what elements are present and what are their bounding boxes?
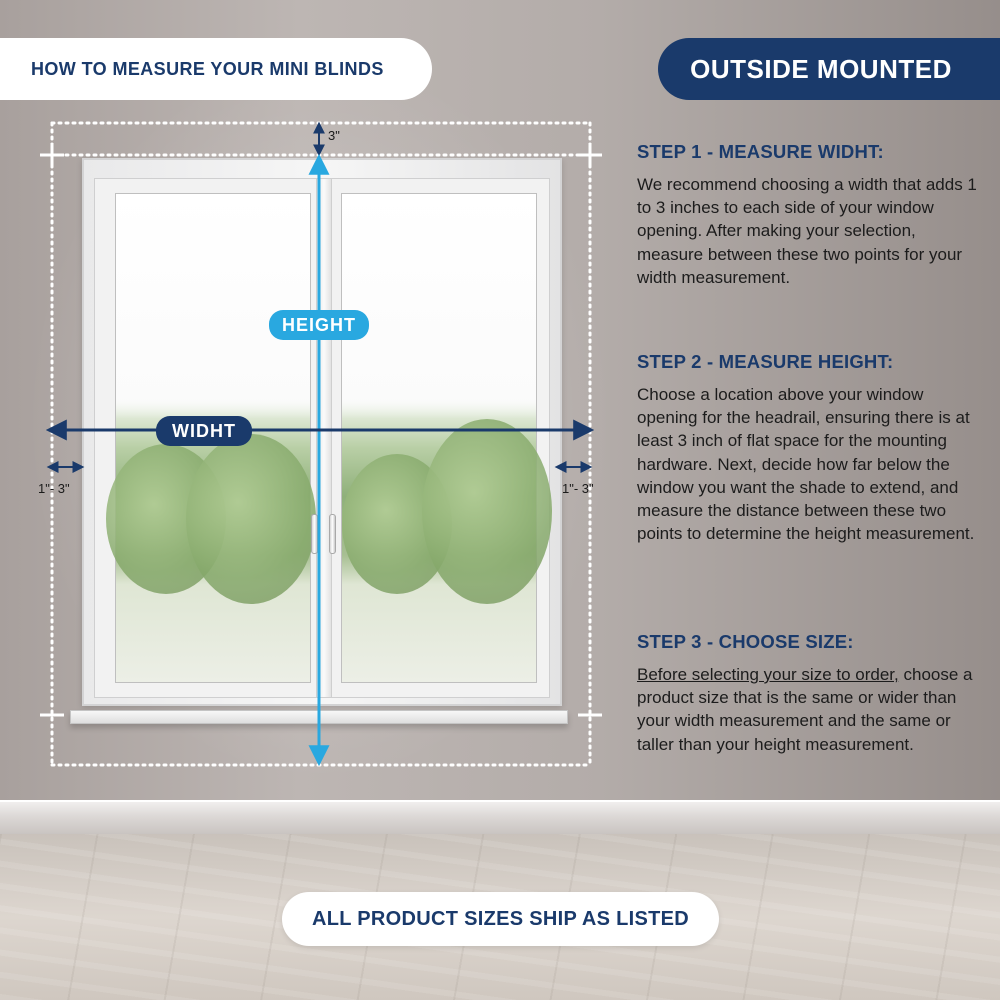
left-clearance-label: 1"- 3" (38, 481, 70, 496)
guide-title: HOW TO MEASURE YOUR MINI BLINDS (31, 58, 384, 79)
mount-type-badge: OUTSIDE MOUNTED (658, 38, 1000, 100)
step-2-section: STEP 2 - MEASURE HEIGHT: Choose a locati… (637, 350, 982, 545)
step-3-title: STEP 3 - CHOOSE SIZE: (637, 631, 854, 652)
step-2-title: STEP 2 - MEASURE HEIGHT: (637, 351, 894, 372)
step-1-body: We recommend choosing a width that adds … (637, 175, 977, 287)
shipping-note-badge: ALL PRODUCT SIZES SHIP AS LISTED (282, 892, 719, 946)
step-3-emphasis: Before selecting your size to order, (637, 665, 899, 684)
height-badge: HEIGHT (269, 310, 369, 340)
dotted-guide-lines (50, 121, 592, 767)
step-3-section: STEP 3 - CHOOSE SIZE: Before selecting y… (637, 630, 982, 756)
step-3-body-wrapper: Before selecting your size to order, cho… (637, 663, 982, 756)
right-clearance-label: 1"- 3" (562, 481, 594, 496)
step-1-section: STEP 1 - MEASURE WIDHT: We recommend cho… (637, 140, 982, 289)
width-badge: WIDHT (156, 416, 252, 446)
step-3-body: choose a product size that is the same o… (637, 665, 973, 754)
mount-type-title: OUTSIDE MOUNTED (690, 53, 952, 84)
step-1-title: STEP 1 - MEASURE WIDHT: (637, 141, 884, 162)
baseboard (0, 800, 1000, 834)
step-2-body: Choose a location above your window open… (637, 385, 975, 544)
shipping-note: ALL PRODUCT SIZES SHIP AS LISTED (311, 907, 690, 930)
guide-title-badge: HOW TO MEASURE YOUR MINI BLINDS (0, 38, 432, 100)
corner-markers (40, 143, 602, 717)
window-handle-right (329, 514, 336, 554)
top-clearance-label: 3" (328, 128, 340, 143)
